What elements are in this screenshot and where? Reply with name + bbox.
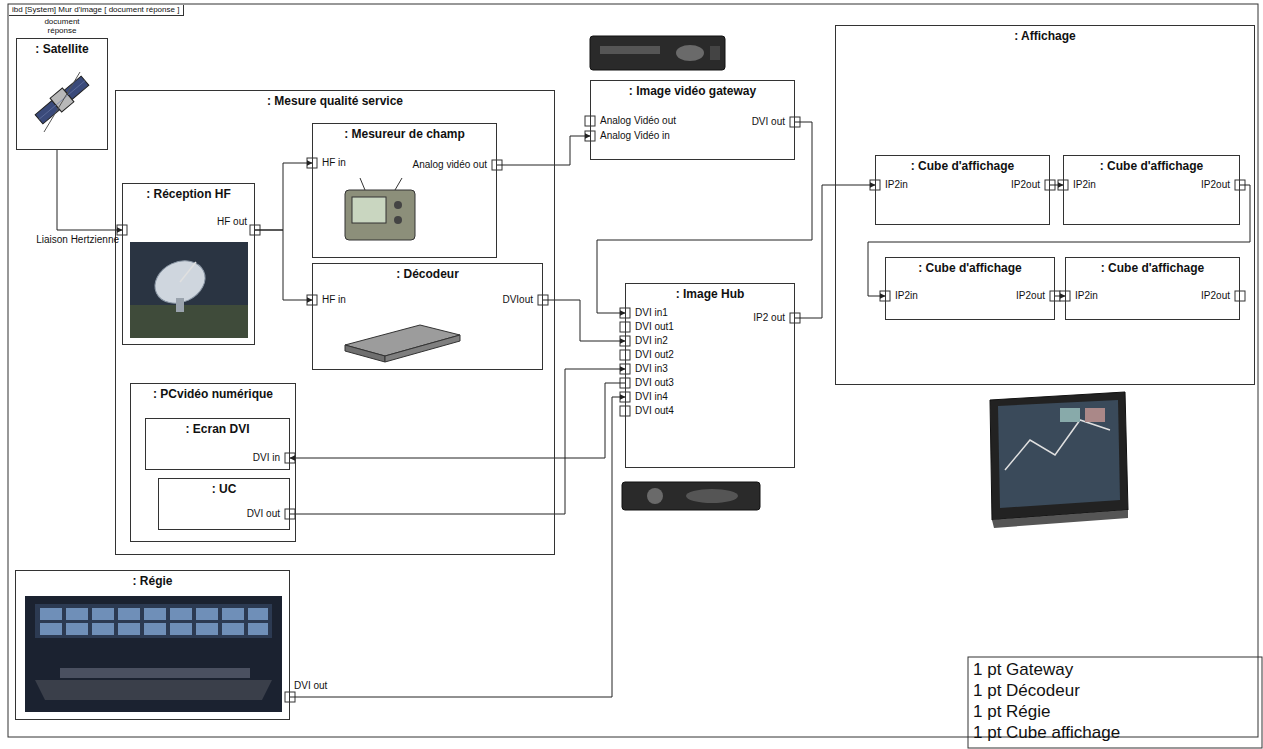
block-box: : Cube d'affichage (885, 257, 1055, 320)
block-name: : Cube d'affichage (886, 258, 1054, 275)
port-name: DVI out4 (635, 405, 674, 417)
points-cell: 1 pt Cube affichage (973, 723, 1120, 743)
port-name: DVI in1 (635, 307, 668, 319)
connector (290, 383, 625, 458)
block-name: : Ecran DVI (146, 419, 289, 436)
port-name: Analog vidéo out (412, 159, 487, 171)
decoder-picture (345, 325, 460, 362)
connector (255, 230, 312, 300)
block-name: : Mesure qualité service (116, 91, 554, 108)
block-box: : Décodeur (312, 263, 543, 370)
points-table (968, 657, 1262, 748)
port-name: DVI in2 (635, 335, 668, 347)
port-name: IP2in (895, 290, 918, 302)
block-box: : Affichage : Cube d'affichage : Cube d'af… (835, 25, 1255, 385)
block-box: : Régie (15, 570, 290, 720)
port-name: DVI out (247, 508, 280, 520)
block-name: : Affichage (836, 26, 1254, 43)
connector (290, 397, 625, 697)
block-name: : Régie (16, 571, 289, 588)
frame-title: ibd [System] Mur d'image [ document répo… (9, 5, 184, 16)
diagram-frame (8, 4, 1258, 737)
block-name: : Image Hub (626, 284, 794, 301)
port-name: DVI out3 (635, 377, 674, 389)
block-box: : Cube d'affichage (1065, 257, 1240, 320)
field-meter-picture (345, 178, 415, 240)
display-wall-picture (990, 392, 1128, 528)
dish-photo (130, 242, 248, 338)
points-cell: 1 pt Régie (973, 702, 1051, 722)
block-name: : Image vidéo gateway (591, 81, 794, 98)
port-name: IP2out (1016, 290, 1045, 302)
note-text: document réponse (39, 18, 85, 36)
connector (543, 300, 625, 341)
port-name: IP2out (1201, 290, 1230, 302)
hub-device-picture (622, 482, 760, 510)
port-name: Analog Vidéo in (600, 130, 670, 142)
connector (1050, 185, 1063, 186)
points-cell: 1 pt Décodeur (973, 681, 1080, 701)
port-name: DVI in (253, 452, 280, 464)
block-box: : Mesureur de champ (312, 123, 497, 258)
block-name: : Satellite (17, 39, 107, 56)
block-name: : Mesureur de champ (313, 124, 496, 141)
port-name: Liaison Hertzienne (36, 234, 119, 246)
block-name: : Réception HF (123, 184, 254, 201)
port-name: IP2in (885, 179, 908, 191)
block-name: : Cube d'affichage (1066, 258, 1239, 275)
port-name: IP2in (1073, 179, 1096, 191)
port-name: DVIout (502, 294, 533, 306)
port-name: Analog Vidéo out (600, 115, 676, 127)
port-name: DVI out (752, 116, 785, 128)
connector (255, 163, 312, 230)
points-cell: 1 pt Gateway (973, 660, 1073, 680)
block-name: : PCvidéo numérique (131, 384, 295, 401)
port-name: HF out (217, 216, 247, 228)
port-name: DVI out1 (635, 321, 674, 333)
port-name: DVI in4 (635, 391, 668, 403)
block-box: : Réception HF (122, 183, 255, 345)
block-name: : Cube d'affichage (1064, 156, 1239, 173)
port-name: DVI out (294, 680, 327, 692)
block-box: : Satellite (16, 38, 108, 150)
port-name: HF in (322, 157, 346, 169)
block-name: : Décodeur (313, 264, 542, 281)
connector (597, 122, 812, 313)
ports (117, 116, 1245, 702)
connector (497, 136, 590, 165)
port-name: DVI out2 (635, 349, 674, 361)
port-name: HF in (322, 294, 346, 306)
connector (1055, 296, 1065, 297)
port-name: DVI in3 (635, 363, 668, 375)
port-name: IP2out (1011, 179, 1040, 191)
block-box: : UC (158, 478, 290, 530)
block-name: : UC (159, 479, 289, 496)
connector (868, 185, 1250, 296)
control-room-photo (25, 596, 282, 712)
gateway-device-picture (590, 36, 725, 70)
port-name: IP2in (1075, 290, 1098, 302)
block-name: : Cube d'affichage (876, 156, 1049, 173)
port-name: IP2out (1201, 179, 1230, 191)
port-name: IP2 out (753, 312, 785, 324)
connector (290, 369, 625, 514)
connector (57, 150, 122, 230)
satellite-picture (33, 72, 91, 132)
